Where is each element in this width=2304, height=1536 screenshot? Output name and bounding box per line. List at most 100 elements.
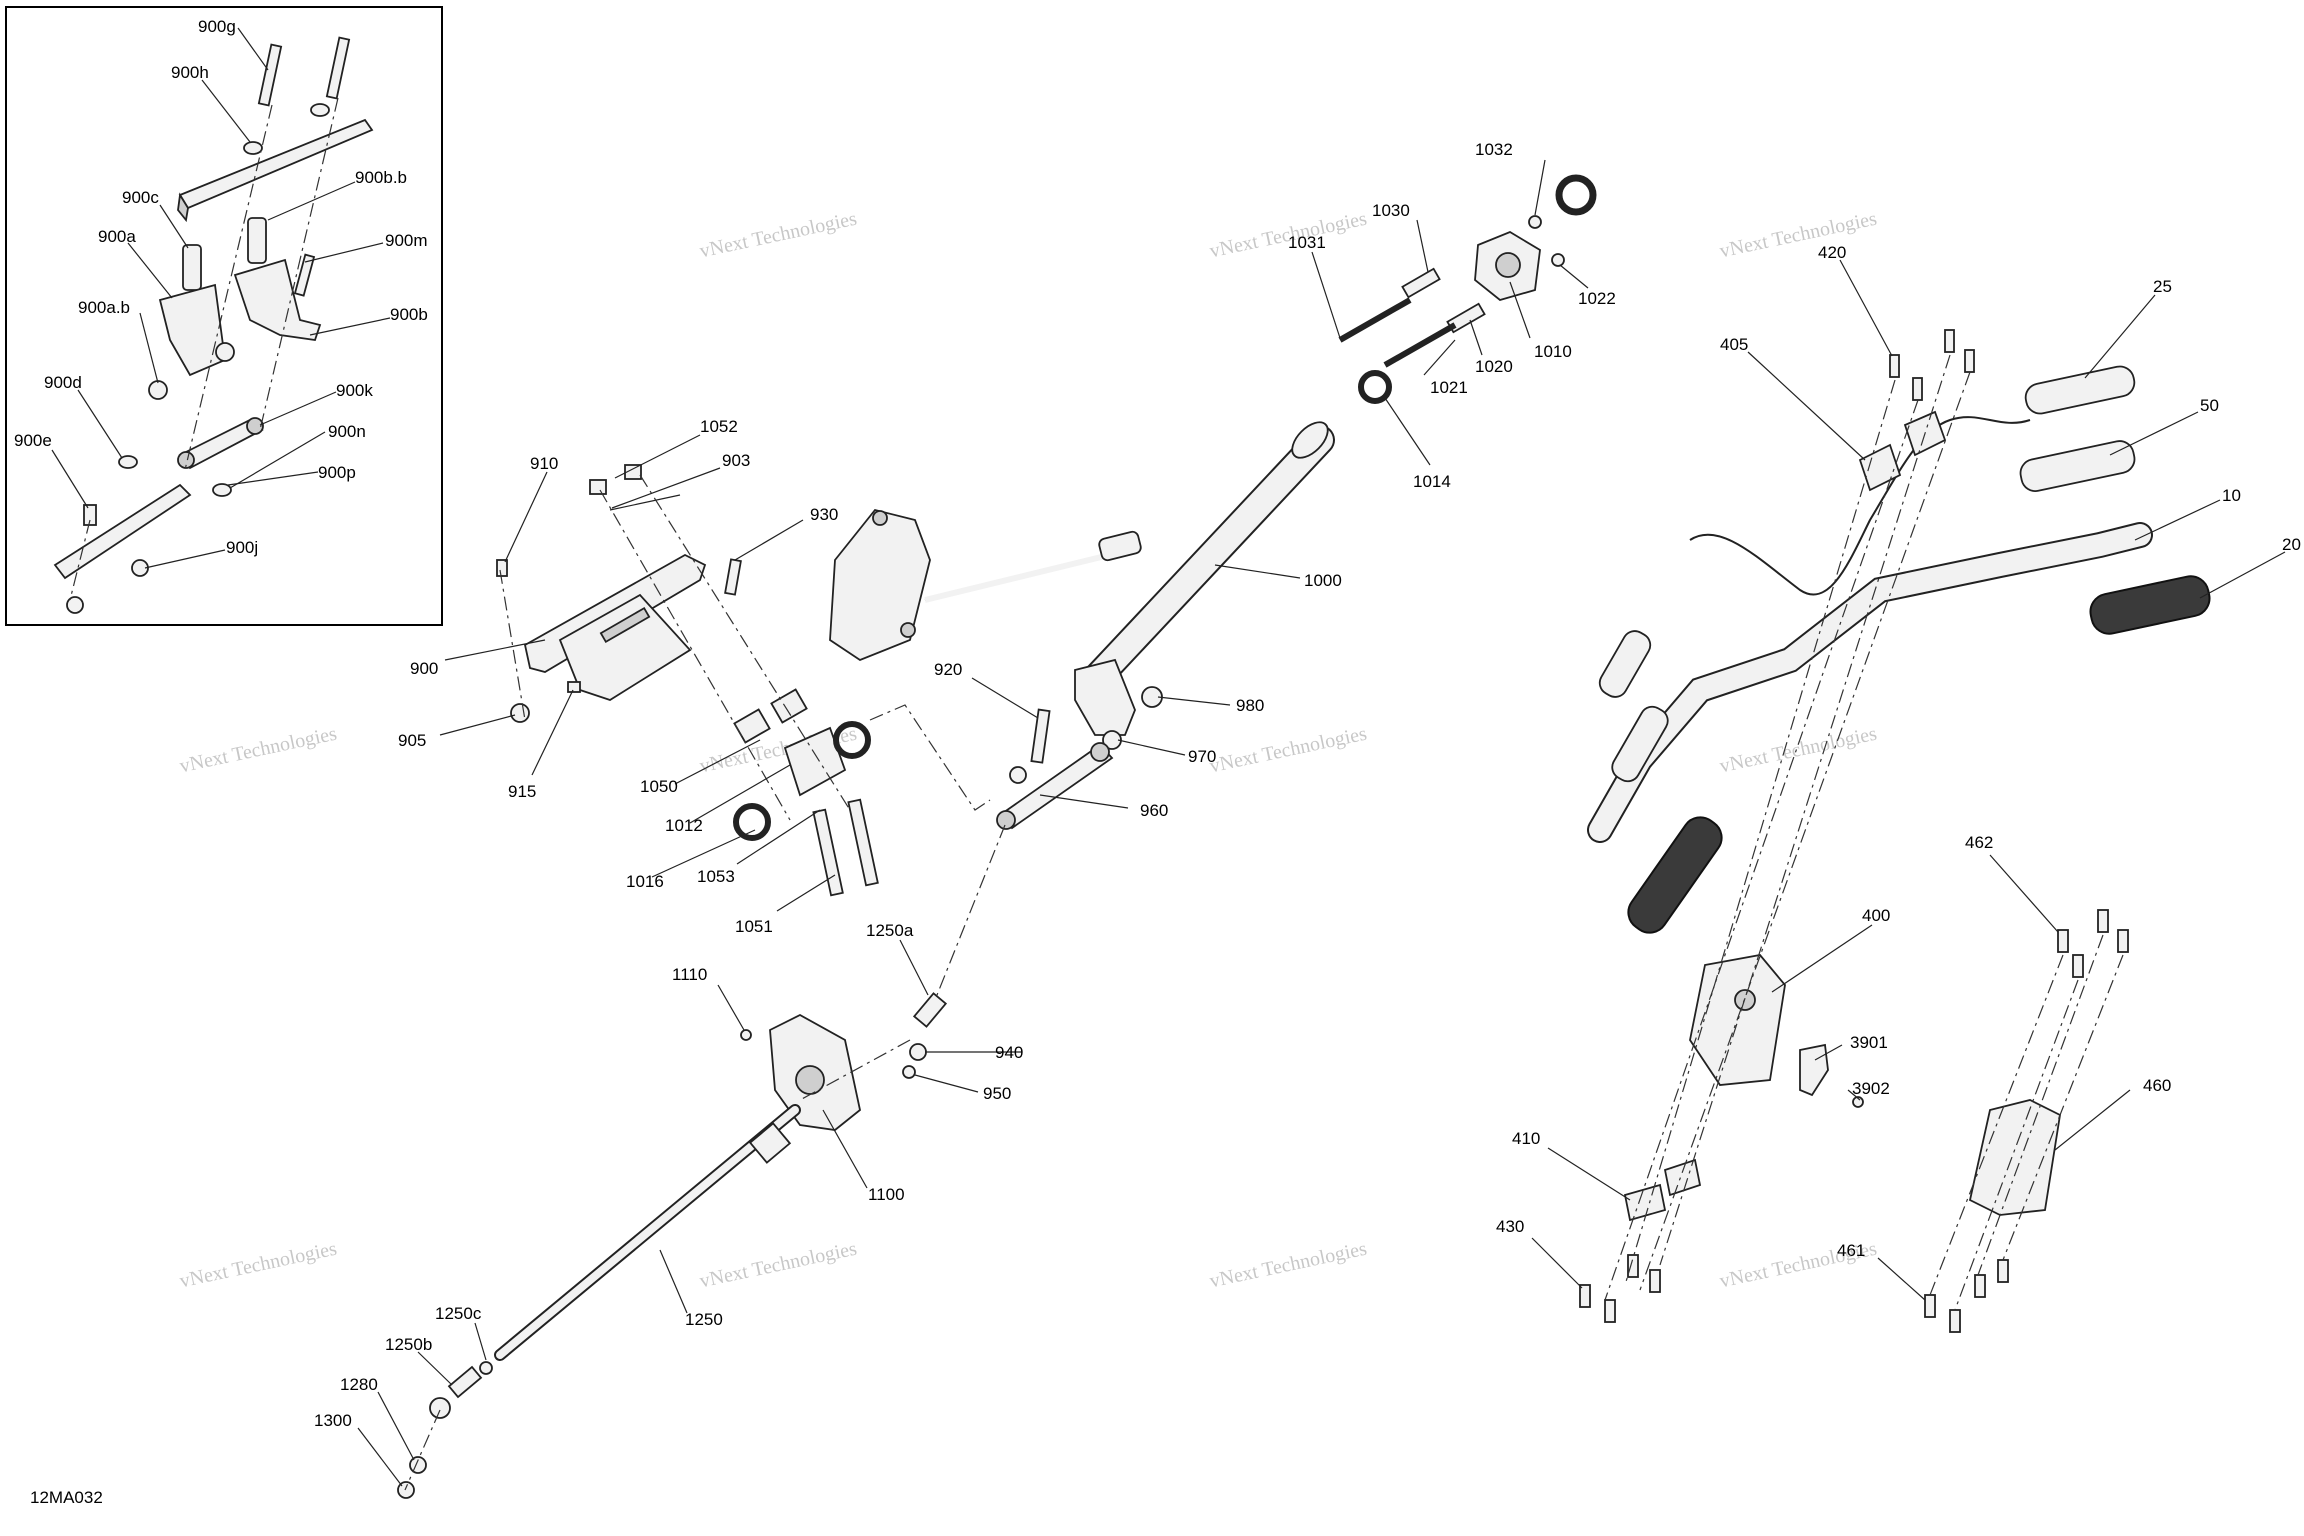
washer-940: [909, 1043, 927, 1061]
cover-boss: [872, 510, 888, 526]
label-900p: 900p: [318, 463, 356, 482]
leader: [474, 1322, 487, 1361]
sleeve-50: [2019, 440, 2136, 493]
inset-detail-900: 900g 900h 900b.b 900c 900m 900a 900b 900…: [5, 6, 443, 626]
bolt-461-b: [1949, 1309, 1961, 1333]
washer-900n: [212, 483, 232, 497]
bolt-462: [2057, 929, 2069, 953]
label-1250a: 1250a: [866, 921, 914, 940]
label-3901: 3901: [1850, 1033, 1888, 1052]
leader: [139, 312, 159, 384]
leader: [822, 1109, 868, 1189]
washer-900ab-b: [215, 342, 235, 362]
leader: [144, 549, 226, 569]
leader: [531, 689, 574, 776]
leader: [1423, 339, 1456, 376]
housing-1010-center: [1495, 252, 1521, 278]
washer-900ab: [148, 380, 168, 400]
watermark: vNext Technologies: [178, 1238, 339, 1293]
nut-1022: [1551, 253, 1565, 267]
washer-1032: [1528, 215, 1542, 229]
leader: [2084, 294, 2156, 379]
leader: [734, 519, 804, 561]
pin-1030: [1401, 267, 1441, 299]
link-end-b: [246, 417, 264, 435]
bolt-462-c: [2072, 954, 2084, 978]
leader: [1157, 696, 1231, 706]
label-915: 915: [508, 782, 536, 801]
label-420: 420: [1818, 243, 1846, 262]
leader: [1559, 264, 1589, 289]
main-leaders: [357, 159, 2286, 1487]
label-1100: 1100: [868, 1185, 905, 1204]
label-900g: 900g: [198, 17, 236, 36]
washer-920: [1009, 766, 1027, 784]
leader: [2134, 499, 2221, 541]
cover-and-rod: [829, 508, 1142, 662]
grip-20: [2089, 575, 2211, 635]
leader: [1814, 1044, 1843, 1061]
sleeve-left: [1598, 630, 1652, 698]
nut-905: [510, 703, 530, 723]
label-1012: 1012: [665, 816, 703, 835]
watermark: vNext Technologies: [178, 723, 339, 778]
bolt-420-c: [1912, 377, 1923, 401]
bolt-910: [496, 559, 508, 577]
label-460: 460: [2143, 1076, 2171, 1095]
ring-1032-large: [1555, 174, 1597, 216]
grip-left: [1627, 816, 1723, 934]
leader: [357, 1427, 403, 1487]
column-1000-fill: [1082, 427, 1333, 693]
bolt-430-d: [1649, 1269, 1661, 1293]
ring-1016: [733, 803, 771, 841]
steering-column: [996, 421, 1335, 830]
arm-900a: [158, 283, 226, 377]
cover-930: [829, 508, 931, 662]
label-1031: 1031: [1288, 233, 1326, 252]
label-461: 461: [1837, 1241, 1865, 1260]
label-900d: 900d: [44, 373, 82, 392]
pin-903: [609, 494, 681, 511]
clamp-410-b: [1663, 1158, 1702, 1197]
inset-frame: [5, 6, 443, 626]
riser-460: [1968, 1099, 2061, 1216]
leader: [1311, 251, 1341, 339]
label-1032: 1032: [1475, 140, 1513, 159]
sleeve-left-b: [1611, 705, 1669, 783]
assembly-line: [404, 1409, 441, 1491]
label-900j: 900j: [226, 538, 258, 557]
leader: [51, 449, 89, 509]
leader: [77, 389, 123, 459]
bolt-420-d: [1964, 349, 1975, 373]
upper-plate-edge: [177, 192, 189, 223]
screw-3902: [1852, 1096, 1864, 1108]
assembly-line: [1624, 379, 1896, 1286]
link-960-end: [996, 810, 1016, 830]
ring-1016-a: [833, 721, 871, 759]
nut-1052-b: [624, 464, 642, 480]
leader: [159, 204, 189, 249]
leader: [659, 1249, 688, 1314]
label-20: 20: [2282, 535, 2301, 554]
nut-950: [902, 1065, 916, 1079]
bushing-1050: [733, 708, 771, 744]
bolt-420: [1889, 354, 1900, 378]
assembly-line: [1929, 954, 2064, 1296]
watermark: vNext Technologies: [1718, 208, 1879, 263]
nut-1052: [589, 479, 607, 495]
assembly-line: [1659, 354, 1951, 1266]
leader: [1469, 319, 1483, 356]
label-430: 430: [1496, 1217, 1524, 1236]
leader: [2054, 1089, 2131, 1151]
washer-900d: [118, 455, 138, 469]
assembly-line: [184, 104, 273, 471]
label-1051: 1051: [735, 917, 773, 936]
watermark: vNext Technologies: [698, 1238, 859, 1293]
washer-970: [1102, 730, 1122, 750]
leader: [1847, 1089, 1861, 1101]
leader: [1039, 794, 1129, 809]
label-1053: 1053: [697, 867, 735, 886]
leader: [237, 27, 269, 71]
label-930: 930: [810, 505, 838, 524]
